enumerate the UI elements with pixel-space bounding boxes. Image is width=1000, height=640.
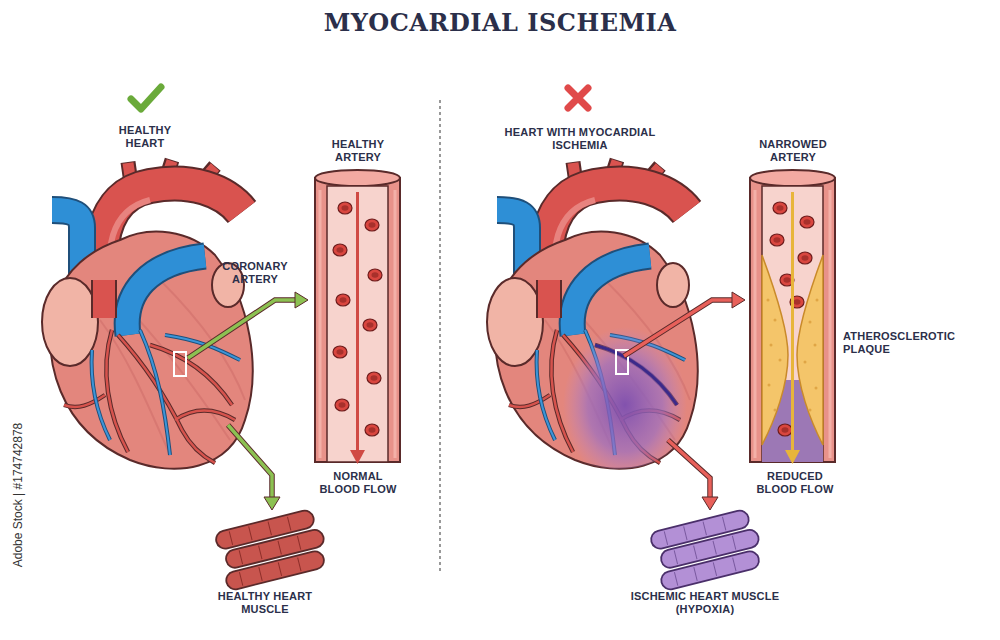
ischemic-muscle [649,508,765,592]
label-text: HEALTHY ARTERY [313,138,403,164]
healthy-artery-part [315,170,400,462]
healthy-artery-part [335,399,349,411]
narrowed-artery-part-part [770,344,773,347]
healthy-artery-part [356,192,359,452]
ischemic-muscle-part [649,508,765,592]
healthy-artery-part [350,450,365,464]
leader-arrow-part [264,497,280,510]
leader-arrow-part [702,497,718,510]
narrowed-artery-part [791,192,794,452]
narrowed-artery-part [750,170,835,462]
leader-arrow-part [624,300,735,356]
narrowed-artery-part [798,252,812,264]
leader-arrow-part [295,292,308,308]
narrowed-artery-part [773,202,787,214]
healthy-artery-part [338,202,352,214]
narrowed-artery-part-part [814,344,817,347]
healthy-artery-part [367,372,381,384]
narrowed-artery-part [797,255,823,445]
healthy-muscle [214,508,330,592]
title-text: MYOCARDIAL ISCHEMIA [0,8,1000,37]
healthy-muscle-part [214,508,330,592]
label-text: NARROWED ARTERY [747,138,839,164]
label-text: HEALTHY HEART [105,124,185,150]
leader-arrow-part [668,440,710,498]
narrowed-artery-part-part [815,387,818,390]
narrowed-artery-part-part [809,321,812,324]
label-text: CORONARY ARTERY [209,260,301,286]
cross-mark [568,88,588,108]
ischemic-heart [487,160,698,483]
healthy-muscle-part [229,516,306,586]
healthy-artery-part [333,346,347,358]
narrowed-artery [750,170,835,464]
narrowed-artery-part-part [774,409,777,412]
healthy-artery-part [363,319,377,331]
healthy-artery-part [333,244,347,256]
healthy-artery-part [365,219,379,231]
leader-arrow-part [188,300,298,358]
ischemic-heart-part [563,327,687,483]
label-text: REDUCED BLOOD FLOW [749,470,841,496]
leader-arrow-part [228,425,272,498]
healthy-artery-part [336,294,350,306]
healthy-artery-part [368,269,382,281]
narrowed-artery-part-part [768,384,771,387]
divider-line [439,100,440,572]
healthy-artery [315,170,400,464]
label-text: HEALTHY HEART MUSCLE [210,590,320,616]
leader-arrow [188,292,745,510]
healthy-heart-part [42,160,253,469]
healthy-heart-part [174,352,186,376]
leader-arrow-part [624,300,735,356]
label-text: ISCHEMIC HEART MUSCLE (HYPOXIA) [620,590,790,616]
watermark-text: Adobe Stock | #174742878 [11,423,25,568]
label-text: HEART WITH MYOCARDIAL ISCHEMIA [500,126,660,152]
narrowed-artery-part-part [804,361,807,364]
narrowed-artery-part-part [767,299,770,302]
label-text: NORMAL BLOOD FLOW [312,470,404,496]
leader-arrow-part [732,292,745,308]
leader-arrow-part [668,440,710,498]
leader-arrow-part [228,425,272,498]
check-mark [131,87,161,109]
label-text: ATHEROSCLEROTIC PLAQUE [843,330,953,356]
narrowed-artery-part [800,216,814,228]
ischemic-heart-part [595,345,677,405]
healthy-artery-part [365,424,379,436]
narrowed-artery-part [770,234,784,246]
healthy-heart [42,160,253,469]
narrowed-artery-part-part [774,319,777,322]
leader-arrow-part [188,300,298,358]
narrowed-artery-part-part [816,299,819,302]
ischemic-heart-part-part [563,327,687,483]
narrowed-artery-part [785,450,800,464]
narrowed-artery-part [778,424,792,436]
ischemic-muscle-part [664,516,741,586]
narrowed-artery-part-part [779,359,782,362]
narrowed-artery-part-part [809,409,812,412]
